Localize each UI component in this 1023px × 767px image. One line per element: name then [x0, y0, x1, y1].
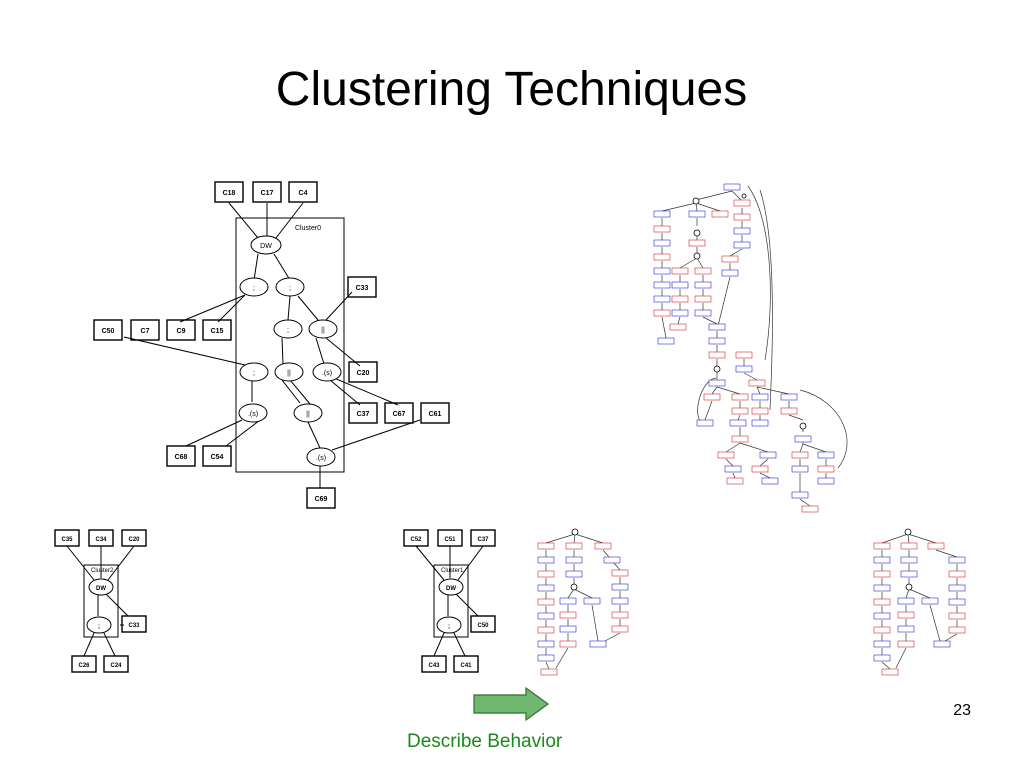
svg-text:C4: C4	[299, 190, 308, 197]
component-c15	[202, 319, 232, 341]
cluster2-diagram: Cluster2 C35 C34 C20 C33 C26 C24 DW ;	[54, 529, 147, 673]
behavior-graph-cluster1	[537, 528, 629, 676]
svg-text:||: ||	[287, 370, 291, 377]
cluster1-boundary	[433, 564, 469, 638]
behavior-graph-cluster2	[873, 528, 966, 676]
svg-text:C69: C69	[315, 496, 328, 503]
component-c33	[347, 276, 377, 298]
component-c68	[166, 445, 196, 467]
svg-text:C50: C50	[477, 623, 489, 629]
svg-text:C37: C37	[477, 537, 489, 543]
component-c67	[384, 402, 414, 424]
svg-text:C35: C35	[61, 537, 73, 543]
svg-text:Cluster1: Cluster1	[441, 568, 464, 574]
caption-describe-behavior: Describe Behavior	[407, 731, 563, 752]
svg-text:DW: DW	[260, 243, 272, 250]
cluster0-boundary	[235, 217, 345, 473]
svg-text:;: ;	[253, 370, 255, 377]
svg-text:C37: C37	[357, 411, 370, 418]
svg-text:C54: C54	[211, 454, 224, 461]
svg-text:.(s): .(s)	[322, 370, 332, 377]
svg-text:C51: C51	[444, 537, 456, 543]
operator-dw	[250, 235, 282, 255]
svg-text:C67: C67	[393, 411, 406, 418]
svg-text:C18: C18	[223, 190, 236, 197]
svg-text:;: ;	[448, 624, 450, 630]
svg-text:C7: C7	[141, 328, 150, 335]
svg-text:C24: C24	[110, 663, 122, 669]
svg-text:DW: DW	[96, 586, 106, 592]
component-c9	[166, 319, 196, 341]
main-diagram-edges	[123, 202, 421, 488]
svg-text:.(s): .(s)	[248, 411, 258, 418]
svg-text:C20: C20	[357, 370, 370, 377]
cluster0-label: Cluster0	[295, 225, 321, 232]
svg-text:Cluster2: Cluster2	[91, 568, 114, 574]
svg-text:C20: C20	[128, 537, 140, 543]
svg-text:C50: C50	[102, 328, 115, 335]
svg-text:C43: C43	[428, 663, 440, 669]
component-c17	[252, 181, 282, 203]
component-c50	[93, 319, 123, 341]
component-c69	[306, 487, 336, 509]
svg-text:.(s): .(s)	[316, 455, 326, 462]
component-c7	[130, 319, 160, 341]
component-c20	[348, 361, 378, 383]
component-c54	[202, 445, 232, 467]
svg-text:||: ||	[306, 411, 310, 418]
svg-text:DW: DW	[446, 586, 456, 592]
svg-text:C33: C33	[128, 623, 140, 629]
svg-text:C33: C33	[356, 285, 369, 292]
svg-text:C15: C15	[211, 328, 224, 335]
component-c4	[288, 181, 318, 203]
component-c37	[348, 402, 378, 424]
main-architecture-diagram: Cluster0	[93, 181, 450, 509]
behavior-graph-large	[653, 183, 848, 513]
behavior-graph-large-nodes	[653, 183, 835, 513]
svg-text:;: ;	[287, 327, 289, 334]
svg-text:;: ;	[253, 285, 255, 292]
svg-text:;: ;	[98, 624, 100, 630]
svg-text:C17: C17	[261, 190, 274, 197]
main-component-boxes	[93, 181, 450, 509]
cluster1-diagram: Cluster1 C52 C51 C37 C50 C43 C41 DW ;	[403, 529, 496, 673]
svg-text:C34: C34	[95, 537, 107, 543]
svg-text:C26: C26	[78, 663, 90, 669]
svg-text:||: ||	[321, 327, 325, 334]
svg-text:C68: C68	[175, 454, 188, 461]
svg-text:C52: C52	[410, 537, 422, 543]
main-operator-nodes	[238, 235, 342, 467]
svg-text:C9: C9	[177, 328, 186, 335]
component-c61	[420, 402, 450, 424]
svg-text:C61: C61	[429, 411, 442, 418]
right-arrow-icon	[473, 686, 550, 722]
component-c18	[214, 181, 244, 203]
page-number: 23	[953, 702, 971, 719]
slide-title: Clustering Techniques	[275, 63, 748, 116]
svg-text:;: ;	[289, 285, 291, 292]
svg-text:C41: C41	[460, 663, 472, 669]
